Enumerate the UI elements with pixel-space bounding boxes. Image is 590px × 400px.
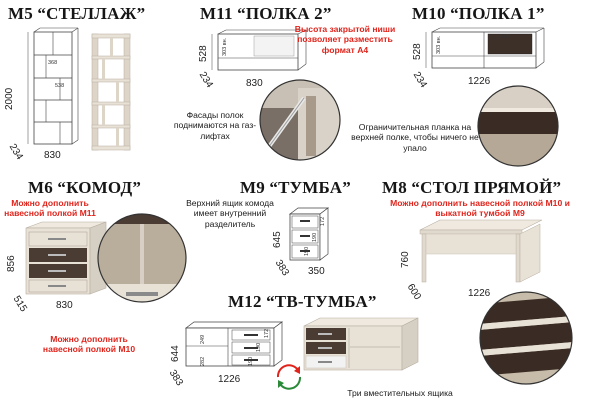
- m12-inner-a: 249: [200, 334, 206, 344]
- m10-height-dim: 528: [412, 43, 423, 60]
- rotate-arrows-icon: [276, 364, 302, 390]
- m9-height-dim: 645: [272, 231, 283, 248]
- m12-title: М12 “ТВ-ТУМБА”: [228, 292, 377, 311]
- m5-shelf-drawing: [27, 27, 79, 145]
- m12-drawers-detail-photo: [479, 291, 573, 385]
- m9-drawer-1: 172: [320, 216, 326, 226]
- m9-divider-note: Верхний ящик комода имеет внутренний раз…: [186, 198, 274, 229]
- m6-drawer-detail-photo: [97, 213, 187, 303]
- m11-inner-height: 303 вн.: [222, 37, 228, 56]
- a4-note: Высота закрытой ниши позволяет разместит…: [294, 24, 396, 55]
- m12-tv-stand-drawing: [184, 321, 284, 367]
- m11-width-dim: 830: [246, 78, 263, 89]
- m12-inner-b: 282: [200, 356, 206, 366]
- m9-drawer-3: 190: [304, 246, 310, 256]
- m11-title: М11 “ПОЛКА 2”: [200, 4, 332, 23]
- m12-drawer-2: 190: [256, 342, 262, 352]
- m10-title: М10 “ПОЛКА 1”: [412, 4, 545, 23]
- m10-drawing: [425, 27, 545, 69]
- m12-tv-stand-photo: [303, 317, 419, 371]
- m10-inner-side: 395: [500, 34, 510, 40]
- limit-bar-note: Ограничительная планка на верхней полке,…: [351, 122, 479, 153]
- m12-drawer-3: 190: [248, 356, 254, 366]
- m8-title: М8 “СТОЛ ПРЯМОЙ”: [382, 178, 562, 197]
- m10-inner-height: 303 вн.: [436, 35, 442, 54]
- m5-height-dim: 2000: [4, 87, 15, 110]
- m8-width-dim: 1226: [468, 288, 491, 299]
- m8-height-dim: 760: [400, 251, 411, 268]
- m5-inner-b: 538: [55, 83, 65, 89]
- m8-add-note: Можно дополнить навесной полкой М10 и вы…: [390, 198, 570, 219]
- m9-drawer-2: 190: [312, 232, 318, 242]
- m9-title: М9 “ТУМБА”: [240, 178, 351, 197]
- m11-height-dim: 528: [198, 45, 209, 62]
- m10-width-dim: 1226: [468, 76, 491, 87]
- m6-title: М6 “КОМОД”: [28, 178, 142, 197]
- m6-height-dim: 856: [6, 255, 17, 272]
- m12-height-dim: 644: [170, 345, 181, 362]
- m6-width-dim: 830: [56, 300, 73, 311]
- m5-width-dim: 830: [44, 150, 61, 161]
- m11-drawing: [211, 29, 307, 71]
- m12-drawer-1: 172: [264, 328, 270, 338]
- m12-add-note: Можно дополнить навесной полкой М10: [42, 334, 136, 355]
- gas-lift-detail-photo: [259, 79, 341, 161]
- m5-title: М5 “СТЕЛЛАЖ”: [8, 4, 146, 23]
- m8-desk-photo: [419, 219, 543, 283]
- gas-lift-note: Фасады полок поднимаются на газ-лифтах: [173, 110, 257, 141]
- m5-inner-a: 368: [48, 60, 58, 66]
- m12-drawers-note: Три вместительных ящика: [347, 388, 453, 398]
- m12-width-dim: 1226: [218, 374, 241, 385]
- m9-pedestal-drawing: [288, 202, 345, 261]
- m9-width-dim: 350: [308, 266, 325, 277]
- m6-add-note: Можно дополнить навесной полкой М11: [4, 198, 96, 219]
- limit-bar-detail-photo: [477, 85, 559, 167]
- m5-shelf-photo: [91, 33, 131, 151]
